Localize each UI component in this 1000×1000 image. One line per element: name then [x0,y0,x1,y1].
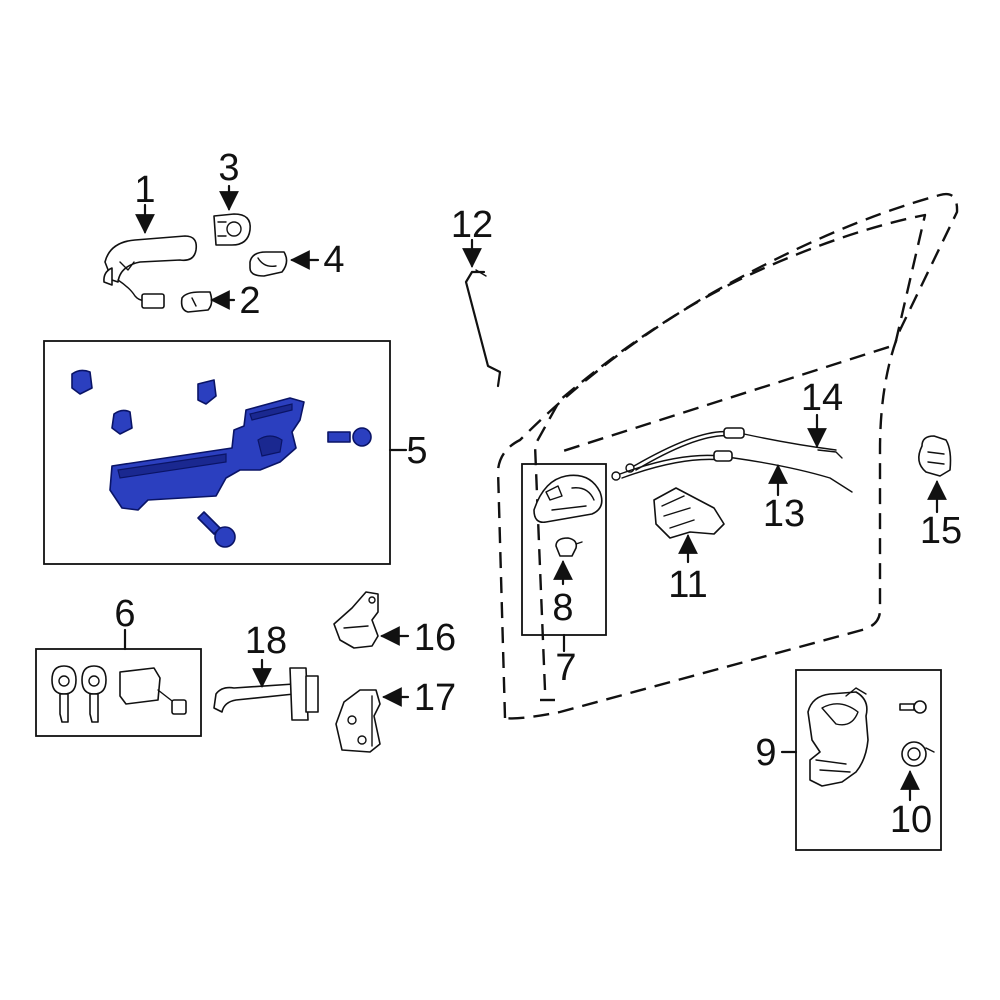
part-7-inside-handle[interactable] [533,474,603,524]
callout-9: 9 [755,732,776,774]
part-14-lock-cable[interactable] [625,427,843,473]
frame [109,397,305,511]
bolt-a [327,427,372,447]
callout-8: 8 [552,587,573,629]
part-5-handle-frame-assembly[interactable] [71,369,372,548]
clip-a [71,369,93,395]
part-4-handle-cover[interactable] [249,251,288,277]
bracket [197,379,217,405]
callout-10: 10 [890,799,932,841]
clip-b [111,409,133,435]
part-2-pad[interactable] [180,291,213,313]
part-3-cylinder-housing[interactable] [213,213,251,246]
callout-1: 1 [134,169,155,211]
callout-15: 15 [920,510,962,552]
key-2 [81,665,107,723]
callout-7: 7 [555,647,576,689]
part-11-bracket[interactable] [653,487,725,539]
part-13-release-cable[interactable] [611,450,853,493]
lock-cylinder [119,667,187,715]
part-9-door-lock[interactable] [807,687,869,787]
callout-14: 14 [801,377,843,419]
callout-5: 5 [406,430,427,472]
door-outline [496,192,959,720]
box-9 [795,669,942,851]
part-10-lock-seal[interactable] [901,741,935,767]
callout-12: 12 [451,204,493,246]
key-1 [51,665,77,723]
callout-4: 4 [323,239,344,281]
callout-2: 2 [239,280,260,322]
part-1-outside-handle[interactable] [103,235,198,309]
callout-11: 11 [668,564,707,606]
part-12-lock-rod[interactable] [464,269,502,388]
part-17-lower-hinge[interactable] [335,689,381,753]
callout-17: 17 [414,677,456,719]
box-6 [35,648,202,737]
part-18-door-check[interactable] [213,667,319,721]
part-16-upper-hinge[interactable] [333,591,379,649]
callout-6: 6 [114,593,135,635]
callout-18: 18 [245,620,287,662]
part-15-striker[interactable] [918,435,952,477]
lock-screw [899,700,927,714]
callout-16: 16 [414,617,456,659]
part-8-screw-cover[interactable] [555,537,583,557]
bolt-b [197,511,236,548]
callout-3: 3 [218,147,239,189]
box-5 [43,340,391,565]
part-6-key-set[interactable] [51,665,187,723]
callout-13: 13 [763,493,805,535]
